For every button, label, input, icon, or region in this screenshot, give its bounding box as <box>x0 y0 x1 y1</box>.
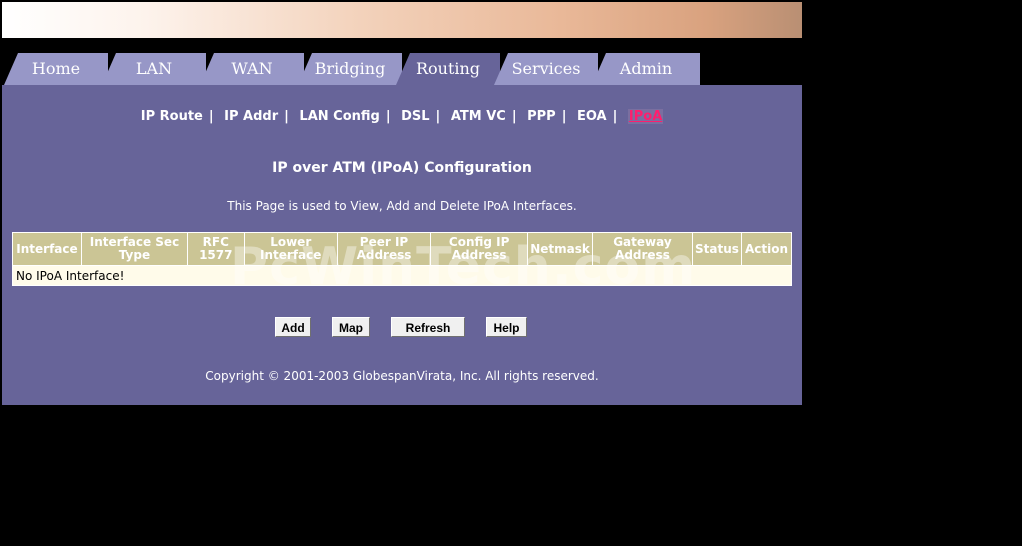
ipoa-interfaces-table: Interface Interface Sec Type RFC 1577 Lo… <box>12 232 793 286</box>
subnav-separator: | <box>612 109 618 124</box>
column-header-gateway-address: Gateway Address <box>591 232 694 266</box>
tab-lan[interactable]: LAN <box>102 53 206 85</box>
table-row: No IPoA Interface! <box>12 265 792 286</box>
subnav-ip-route[interactable]: IP Route <box>140 109 203 124</box>
top-banner <box>2 2 802 38</box>
sub-navigation: IP Route | IP Addr | LAN Config | DSL | ATM … <box>2 109 802 124</box>
refresh-button[interactable]: Refresh <box>391 317 465 337</box>
subnav-ip-addr[interactable]: IP Addr <box>224 109 279 124</box>
subnav-separator: | <box>385 109 391 124</box>
content-panel: IP Route | IP Addr | LAN Config | DSL | ATM … <box>2 85 802 405</box>
column-header-rfc-1577: RFC 1577 <box>186 232 245 266</box>
empty-table-message: No IPoA Interface! <box>12 265 792 286</box>
subnav-separator: | <box>284 109 289 124</box>
subnav-atm-vc[interactable]: ATM VC <box>450 109 506 124</box>
help-button[interactable]: Help <box>486 317 527 337</box>
tab-home[interactable]: Home <box>4 53 108 85</box>
tab-bridging[interactable]: Bridging <box>298 53 402 85</box>
subnav-separator: | <box>511 109 517 124</box>
add-button[interactable]: Add <box>275 317 311 337</box>
subnav-ipoa[interactable]: IPoA <box>627 109 664 124</box>
column-header-interface-sec-type: Interface Sec Type <box>80 232 188 266</box>
map-button[interactable]: Map <box>332 317 370 337</box>
column-header-peer-ip-address: Peer IP Address <box>336 232 432 266</box>
page-description: This Page is used to View, Add and Delet… <box>227 199 577 213</box>
column-header-status: Status <box>692 232 742 266</box>
tab-wan[interactable]: WAN <box>200 53 304 85</box>
tab-routing[interactable]: Routing <box>396 53 500 85</box>
subnav-ppp[interactable]: PPP <box>527 109 556 124</box>
subnav-separator: | <box>208 109 214 124</box>
tab-services[interactable]: Services <box>494 53 598 85</box>
main-nav-tabs: Home LAN WAN Bridging Routing Services A… <box>2 38 802 85</box>
subnav-lan-config[interactable]: LAN Config <box>299 109 380 124</box>
subnav-dsl[interactable]: DSL <box>401 109 430 124</box>
page-title: IP over ATM (IPoA) Configuration <box>272 160 532 176</box>
column-header-netmask: Netmask <box>527 232 593 266</box>
table-header-row: Interface Interface Sec Type RFC 1577 Lo… <box>12 232 793 266</box>
column-header-action: Action <box>740 232 793 266</box>
subnav-separator: | <box>561 109 567 124</box>
copyright-notice: Copyright © 2001-2003 GlobespanVirata, I… <box>205 369 599 383</box>
subnav-separator: | <box>435 109 441 124</box>
column-header-lower-interface: Lower Interface <box>243 232 338 266</box>
column-header-interface: Interface <box>12 232 82 266</box>
tab-admin[interactable]: Admin <box>592 53 700 85</box>
column-header-config-ip-address: Config IP Address <box>430 232 529 266</box>
subnav-eoa[interactable]: EOA <box>576 109 607 124</box>
action-buttons: Add Map Refresh Help <box>2 317 802 339</box>
